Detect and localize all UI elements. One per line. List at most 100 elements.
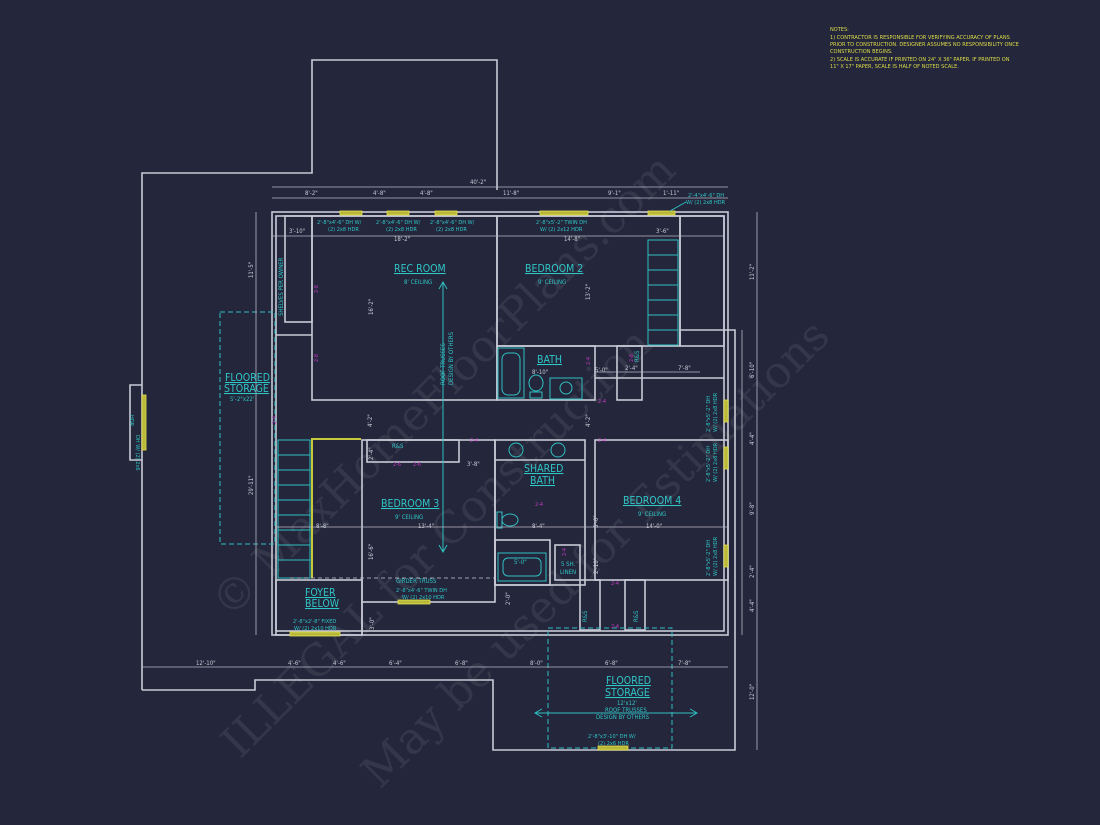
dimension-lines — [142, 186, 758, 750]
dim-interior: 2'-4" — [368, 447, 375, 460]
window-label: (2) 2x8 HDR — [328, 227, 359, 233]
room-shared-bath-line2: BATH — [530, 475, 555, 487]
notes-title: NOTES: — [830, 27, 849, 33]
rs-label: R&S — [634, 350, 641, 362]
floored-storage-left-area — [219, 311, 276, 545]
dim-top: 9'-1" — [608, 190, 621, 197]
floored-storage-bottom-note: DESIGN BY OTHERS — [596, 714, 650, 721]
window-label: 2'-4"x4'-6" DH — [688, 193, 724, 199]
rec-room-width: 18'-2" — [394, 236, 410, 243]
rs-label: R&S — [582, 610, 589, 622]
dim-interior: 3'-0" — [369, 617, 376, 630]
door-tag: 2-4 — [562, 548, 568, 556]
tub-label: 5'-0" — [514, 559, 527, 566]
stairs-right — [647, 239, 679, 346]
door-tag: 2-4 — [272, 416, 278, 424]
window-label: W/ (2) 2x10 HDR — [402, 595, 445, 601]
room-floored-storage-bottom: FLOORED — [606, 675, 651, 687]
bedroom-2-depth: 13'-2" — [585, 284, 592, 300]
bay-outline — [129, 384, 142, 461]
rec-room-depth: 16'-2" — [368, 299, 375, 315]
door-tag: 2-4 — [611, 581, 619, 587]
dim-interior: 4'-2" — [367, 414, 374, 427]
window-label: (2) 2x6 HDR — [598, 741, 629, 747]
window-label: 2'-8"x5'-2" DH — [706, 540, 712, 576]
window-label: W/ (2) 2x10 HDR — [294, 626, 337, 632]
window-label: W/ (2) 2x8 HDR — [713, 442, 719, 482]
bedroom-4-width: 14'-0" — [646, 523, 662, 530]
dim-interior: 3'-8" — [467, 461, 480, 468]
door-tag: 2-4 — [470, 438, 478, 444]
window-label: W/ (2) 2x8 HDR — [686, 200, 726, 206]
dim-bottom: 6'-4" — [389, 660, 402, 667]
dim-top: 8'-2" — [305, 190, 318, 197]
dim-interior: 3'-10" — [289, 228, 305, 235]
door-tag: 2-8 — [314, 285, 320, 293]
dim-top: 11'-8" — [503, 190, 519, 197]
dim-bottom: 6'-8" — [605, 660, 618, 667]
dim-right: 11'-2" — [749, 264, 756, 280]
notes-line: 1) CONTRACTOR IS RESPONSIBLE FOR VERIFYI… — [830, 35, 1010, 41]
door-tag: 2-4 — [598, 438, 606, 444]
window-label: W/ (2) 2x8 HDR — [713, 392, 719, 432]
dim-interior: 7'-8" — [678, 365, 691, 372]
roof-outline-bottom — [142, 329, 736, 751]
door-tags: 2-8 2-8 2-4 2-4 2-8 2-6 2-6 2-4 2-4 2-4 … — [272, 285, 635, 630]
dim-interior: 2'-0" — [505, 592, 512, 605]
girder-truss-label: GIRDER TRUSS — [396, 578, 437, 585]
dim-bottom: 4'-6" — [333, 660, 346, 667]
roof-outline — [141, 59, 498, 690]
notes-line: 2) SCALE IS ACCURATE IF PRINTED ON 24" X… — [830, 57, 1010, 63]
rs-label: R&S — [392, 443, 404, 450]
dim-bottom: 6'-8" — [455, 660, 468, 667]
floored-storage-bottom-size: 12'x12' — [617, 700, 637, 707]
window-label: 2'-8"x5'-2" DH — [706, 446, 712, 482]
room-rec-room: REC ROOM — [394, 263, 446, 275]
dim-interior: 4'-2" — [585, 414, 592, 427]
bath-fixtures — [496, 347, 583, 582]
bath-width: 8'-10" — [532, 369, 548, 376]
bedroom-2-width: 14'-8" — [564, 236, 580, 243]
window-label: DH W/ (2) 2x6 — [134, 435, 140, 471]
door-tag: 2-8 — [629, 354, 635, 362]
roof-trusses-note: DESIGN BY OTHERS — [448, 331, 455, 385]
dim-interior: 2'-4" — [625, 365, 638, 372]
window-label: (2) 2x8 HDR — [386, 227, 417, 233]
bedroom-4-ceiling: 9' CEILING — [638, 511, 666, 518]
dim-top: 1'-11" — [663, 190, 679, 197]
room-shared-bath: SHARED — [524, 463, 563, 475]
window-label: W/ (2) 2x8 HDR — [713, 536, 719, 576]
dim-interior: 5'-0" — [595, 367, 608, 374]
dim-bottom: 7'-8" — [678, 660, 691, 667]
rec-room-ceiling: 8' CEILING — [404, 279, 432, 286]
room-bedroom-4: BEDROOM 4 — [623, 495, 681, 507]
dim-interior: 8'-8" — [316, 523, 329, 530]
door-tag: 2-4 — [598, 399, 606, 405]
shelves-label: SHELVES PER OWNER — [278, 257, 285, 316]
rs-label: R&S — [633, 610, 640, 622]
bedroom-3-width: 13'-4" — [418, 523, 434, 530]
linen-label: 5 SH. — [561, 561, 576, 568]
dim-top-overall: 40'-2" — [470, 179, 486, 186]
linen-label: LINEN — [560, 569, 576, 576]
dim-bottom: 8'-0" — [530, 660, 543, 667]
door-tag: 2-6 — [413, 462, 421, 468]
window-label: 2'-8"x4'-6" DH W/ — [376, 220, 421, 226]
window-label: 2'-8"x3'-10" DH W/ — [588, 734, 636, 740]
dim-bottom: 12'-10" — [196, 660, 216, 667]
bedroom-3-ceiling: 9' CEILING — [395, 514, 423, 521]
dim-top: 4'-8" — [373, 190, 386, 197]
dim-right: 4'-4" — [749, 432, 756, 445]
door-tag: 2-8 — [314, 354, 320, 362]
notes-line: PRIOR TO CONSTRUCTION. DESIGNER ASSUMES … — [830, 42, 1019, 48]
room-foyer-line2: BELOW — [305, 598, 340, 610]
window-label: 2'-8"x4'-6" TWIN DH — [396, 588, 447, 594]
dim-right: 2'-4" — [749, 565, 756, 578]
roof-trusses-note: ROOF TRUSSES — [440, 343, 447, 385]
dim-left: 29'-11" — [248, 475, 255, 495]
notes-line: CONSTRUCTION BEGINS. — [830, 49, 893, 55]
notes-line: 11" X 17" PAPER, SCALE IS HALF OF NOTED … — [830, 64, 959, 70]
floored-storage-left-size: 5'-2"x22' — [230, 396, 254, 403]
window-label: 2'-8"x2'-8" FIXED — [293, 619, 336, 625]
